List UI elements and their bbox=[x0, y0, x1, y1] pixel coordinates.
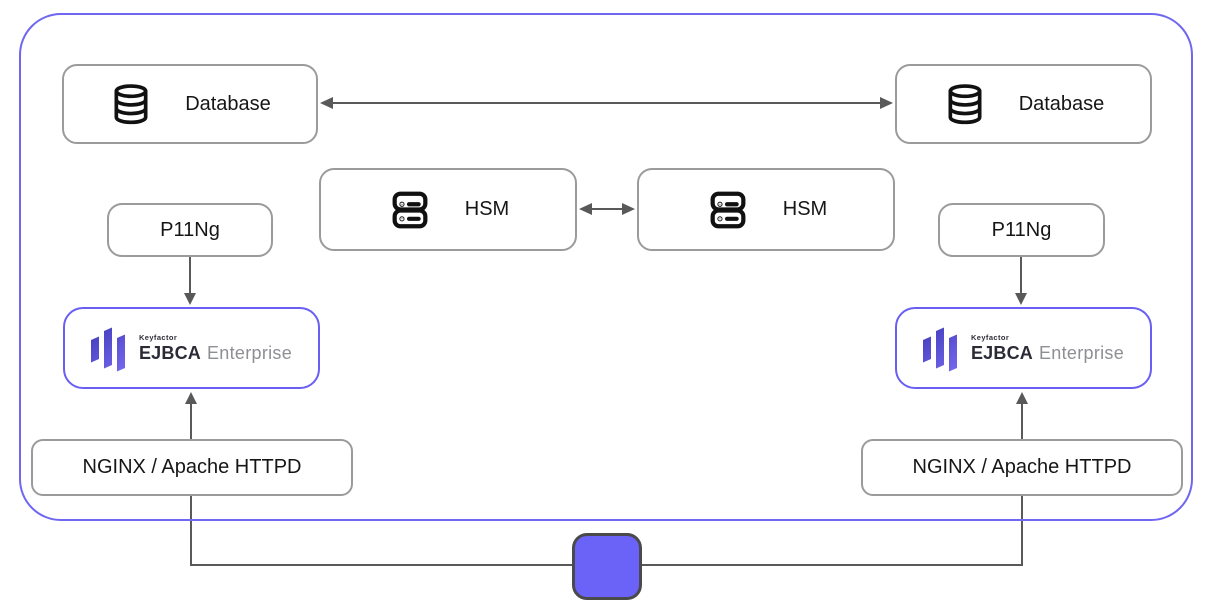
node-label: P11Ng bbox=[160, 218, 220, 241]
keyfactor-logo-icon bbox=[922, 327, 957, 372]
logo-text: Keyfactor EJBCA Enterprise bbox=[971, 334, 1124, 363]
logo-brand: Keyfactor bbox=[138, 332, 178, 342]
connector-webserver-ejbca-right bbox=[1016, 392, 1028, 439]
node-hsm-left: HSM bbox=[319, 168, 577, 251]
logo-edition: Enterprise bbox=[1038, 343, 1125, 364]
logo-product-name: EJBCA bbox=[138, 343, 201, 364]
node-database-left: Database bbox=[62, 64, 318, 144]
keyfactor-ejbca-logo: Keyfactor EJBCA Enterprise bbox=[922, 323, 1124, 373]
node-ejbca-left: Keyfactor EJBCA Enterprise bbox=[63, 307, 320, 389]
keyfactor-logo-icon bbox=[90, 327, 125, 372]
database-icon bbox=[948, 84, 982, 125]
logo-text: Keyfactor EJBCA Enterprise bbox=[139, 334, 292, 363]
node-label: Database bbox=[1018, 92, 1105, 115]
node-p11ng-left: P11Ng bbox=[107, 203, 273, 257]
connector-p11ng-ejbca-right bbox=[1015, 257, 1027, 305]
connector-database-database bbox=[320, 97, 893, 109]
server-stack-icon bbox=[392, 191, 428, 228]
node-database-right: Database bbox=[895, 64, 1152, 144]
node-label: P11Ng bbox=[991, 218, 1052, 241]
node-webserver-right: NGINX / Apache HTTPD bbox=[861, 439, 1183, 496]
node-ejbca-right: Keyfactor EJBCA Enterprise bbox=[895, 307, 1152, 389]
database-icon bbox=[114, 84, 148, 125]
logo-edition: Enterprise bbox=[206, 343, 293, 364]
connector-webserver-ejbca-left bbox=[185, 392, 197, 439]
keyfactor-ejbca-logo: Keyfactor EJBCA Enterprise bbox=[90, 323, 292, 373]
node-label: Database bbox=[185, 92, 271, 115]
logo-product-name: EJBCA bbox=[970, 343, 1033, 364]
connector-p11ng-ejbca-left bbox=[184, 257, 196, 305]
node-p11ng-right: P11Ng bbox=[938, 203, 1105, 257]
connector-hsm-hsm bbox=[579, 203, 635, 215]
node-label: NGINX / Apache HTTPD bbox=[912, 456, 1132, 478]
purple-square-node bbox=[572, 533, 642, 600]
node-label: HSM bbox=[464, 198, 510, 220]
server-stack-icon bbox=[710, 191, 746, 228]
logo-brand: Keyfactor bbox=[970, 332, 1010, 342]
node-webserver-left: NGINX / Apache HTTPD bbox=[31, 439, 353, 496]
node-label: HSM bbox=[782, 198, 828, 220]
node-hsm-right: HSM bbox=[637, 168, 895, 251]
node-label: NGINX / Apache HTTPD bbox=[82, 456, 302, 478]
